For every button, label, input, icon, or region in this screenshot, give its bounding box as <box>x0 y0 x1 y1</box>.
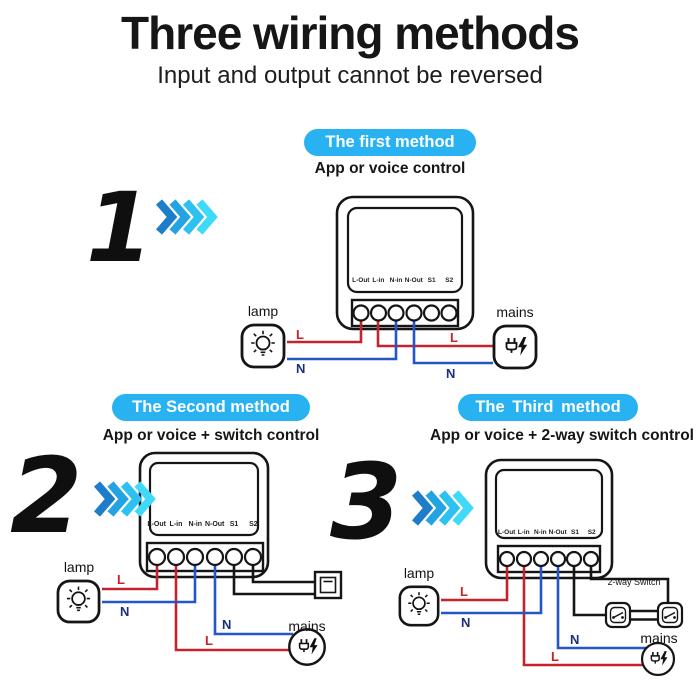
lamp-label: lamp <box>403 565 435 581</box>
device-3-terminals <box>498 550 600 568</box>
terminal-label: N-Out <box>404 277 423 284</box>
lamp-icon <box>398 585 440 627</box>
mains-icon <box>288 628 326 666</box>
terminal-label: L-Out <box>498 529 516 536</box>
method-2-wires <box>102 557 316 652</box>
terminal-label: L-Out <box>352 277 370 284</box>
method-3-wires <box>441 559 670 667</box>
lamp-label: lamp <box>63 559 95 575</box>
terminal-label: S1 <box>427 277 436 284</box>
wire-label-neutral-mains-2: N <box>222 617 232 632</box>
mains-label: mains <box>288 618 326 634</box>
wire-label-neutral-lamp-2: N <box>120 604 130 619</box>
method-1-wires <box>287 313 493 365</box>
mains-icon <box>492 324 538 370</box>
method-3-caption: App or voice + 2-way switch control <box>430 427 694 444</box>
terminal-label: S1 <box>571 529 579 536</box>
terminal-label: N-in <box>389 277 403 284</box>
smart-switch-device-1 <box>335 195 475 331</box>
lamp-label: lamp <box>247 303 279 319</box>
device-2-terminals <box>147 547 263 567</box>
smart-switch-device-2 <box>138 451 270 579</box>
mains-label: mains <box>496 304 534 320</box>
method-2-badge: The Second method <box>112 394 310 421</box>
terminal-label: S2 <box>249 521 258 528</box>
chevron-arrows-icon <box>155 199 218 235</box>
wire-label-live-mains-2: L <box>205 633 213 648</box>
wire-label-live-lamp-3: L <box>460 584 468 599</box>
lamp-icon <box>240 323 286 369</box>
wire-label-neutral-mains-1: N <box>446 366 456 381</box>
wire-label-live-mains-1: L <box>450 330 458 345</box>
terminal-label: S2 <box>445 277 454 284</box>
terminal-label: S2 <box>587 529 596 536</box>
terminal-label: N-in <box>533 529 547 536</box>
terminal-label: L-in <box>372 277 385 284</box>
terminal-label: S1 <box>229 521 239 528</box>
device-3-terminal-labels: L-Out L-in N-in N-Out S1 S2 <box>498 529 600 536</box>
two-way-switch-label: 2-way Switch <box>607 577 661 587</box>
method-1-badge: The first method <box>304 129 476 156</box>
two-way-switch-icon <box>604 601 632 629</box>
method-3-badge: The Third method <box>458 394 638 421</box>
mains-icon <box>640 641 676 677</box>
mains-label: mains <box>640 630 678 646</box>
device-2-terminal-labels: L-Out L-in N-in N-Out S1 S2 <box>147 521 263 528</box>
page-title: Three wiring methods <box>121 7 580 59</box>
wire-label-neutral-mains-3: N <box>570 632 580 647</box>
method-2-caption: App or voice + switch control <box>102 427 320 444</box>
method-1-caption: App or voice control <box>314 160 466 177</box>
terminal-label: L-Out <box>147 521 166 528</box>
chevron-arrows-icon <box>93 481 156 517</box>
page-subtitle: Input and output cannot be reversed <box>157 62 543 89</box>
wire-label-live-lamp-1: L <box>296 327 304 342</box>
wire-label-live-lamp-2: L <box>117 572 125 587</box>
wall-switch-icon <box>313 570 343 600</box>
wire-label-neutral-lamp-1: N <box>296 361 306 376</box>
terminal-label: L-in <box>517 529 530 536</box>
method-3-number: 3 <box>330 441 403 563</box>
wire-label-live-mains-3: L <box>551 649 559 664</box>
terminal-label: L-in <box>169 521 183 528</box>
smart-switch-device-3 <box>484 458 614 580</box>
terminal-label: N-in <box>188 521 203 528</box>
device-1-terminals <box>352 304 458 322</box>
two-way-switch-icon <box>656 601 684 629</box>
device-1-terminal-labels: L-Out L-in N-in N-Out S1 S2 <box>352 277 458 284</box>
method-1-number: 1 <box>86 172 153 284</box>
wire-label-neutral-lamp-3: N <box>461 615 471 630</box>
method-2-number: 2 <box>10 435 83 557</box>
terminal-label: N-Out <box>204 521 225 528</box>
chevron-arrows-icon <box>411 490 474 526</box>
terminal-label: N-Out <box>548 529 567 536</box>
lamp-icon <box>56 579 101 624</box>
